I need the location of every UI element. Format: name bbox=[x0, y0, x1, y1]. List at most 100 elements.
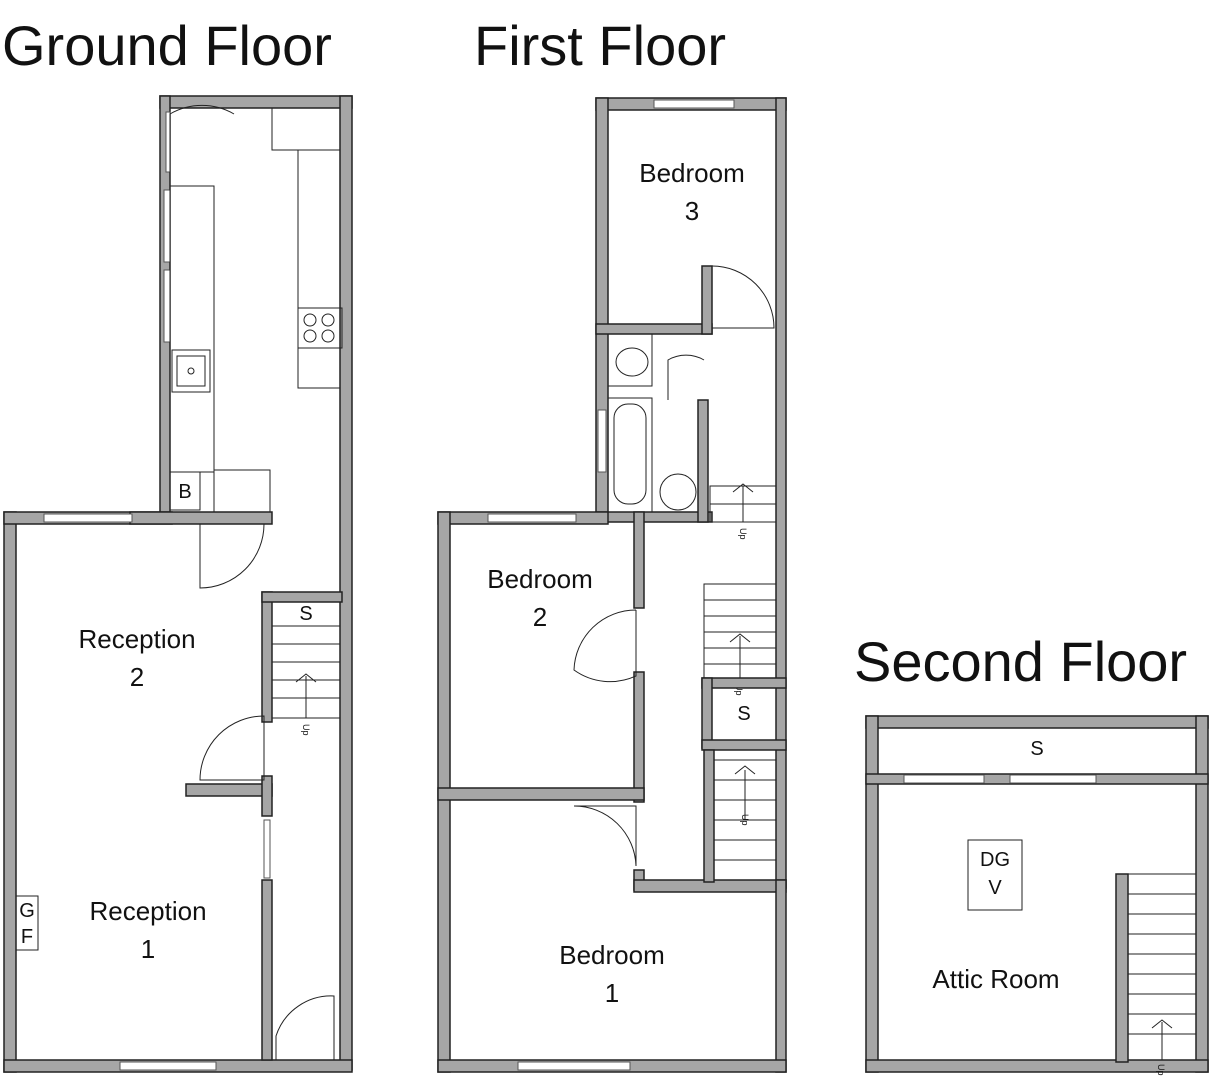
first-up-label-top: Up bbox=[738, 528, 748, 540]
first-bedroom1-number: 1 bbox=[605, 978, 619, 1008]
second-window bbox=[903, 774, 985, 784]
first-storage-bottom-wall bbox=[701, 739, 787, 751]
second-bottom-wall bbox=[865, 1059, 1209, 1073]
ground-window bbox=[119, 1061, 217, 1071]
ground-window bbox=[163, 189, 171, 263]
first-bathroom-right-wall bbox=[697, 399, 709, 523]
first-storage-top-wall bbox=[701, 677, 787, 689]
ground-kitchen-top-wall bbox=[159, 95, 353, 109]
first-bedroom3-bottom-wall bbox=[595, 323, 713, 335]
ground-kitchen-unit bbox=[213, 469, 271, 513]
first-up-label-mid: Up bbox=[734, 684, 744, 696]
second-floor-plan: S DG V Up Attic Room bbox=[865, 715, 1209, 1076]
ground-sink-bowl bbox=[176, 355, 206, 387]
ground-reception2-label: Reception bbox=[78, 624, 195, 654]
ground-front-door bbox=[275, 995, 335, 1060]
first-storage-left-wall bbox=[701, 677, 713, 749]
first-bathroom-door bbox=[667, 354, 705, 400]
second-stair-wall bbox=[1115, 873, 1129, 1063]
ground-kitchen-worktop bbox=[169, 185, 215, 473]
ground-left-wall bbox=[3, 511, 17, 1073]
ground-kitchen-unit bbox=[271, 107, 341, 151]
ground-kitchen-worktop bbox=[297, 149, 341, 389]
first-bedroom2-right-wall-b bbox=[633, 671, 645, 803]
first-bedroom2-label: Bedroom bbox=[487, 564, 593, 594]
second-up-label: Up bbox=[1156, 1064, 1166, 1076]
first-wc-cistern bbox=[607, 333, 653, 387]
first-stairs-mid bbox=[703, 583, 777, 679]
ground-window bbox=[165, 111, 171, 173]
second-window bbox=[1009, 774, 1097, 784]
second-top-wall bbox=[865, 715, 1209, 729]
first-stair-wall bbox=[703, 749, 715, 883]
ground-window bbox=[163, 269, 171, 343]
ground-sink bbox=[171, 349, 211, 393]
second-velux-label-2: V bbox=[988, 877, 1002, 899]
ground-gas-fire bbox=[15, 895, 39, 951]
first-window bbox=[597, 409, 607, 473]
first-bedroom2-door bbox=[573, 609, 637, 683]
first-floor-title: First Floor bbox=[474, 14, 726, 77]
first-right-wall bbox=[775, 97, 787, 889]
ground-reception2-number: 2 bbox=[130, 662, 144, 692]
ground-floor-title: Ground Floor bbox=[2, 14, 332, 77]
first-bath-inner bbox=[613, 403, 647, 505]
first-bedroom-divider bbox=[437, 787, 645, 801]
ground-window bbox=[43, 513, 133, 523]
ground-back-door bbox=[169, 104, 235, 178]
second-velux-label-1: DG bbox=[980, 849, 1010, 871]
first-up-label-low: Up bbox=[740, 814, 750, 826]
ground-window bbox=[263, 819, 271, 879]
first-bath bbox=[607, 397, 653, 513]
second-floor-title: Second Floor bbox=[854, 630, 1188, 693]
first-window bbox=[487, 513, 577, 523]
first-bedroom3-label: Bedroom bbox=[639, 158, 745, 188]
first-basin bbox=[659, 473, 697, 511]
second-stairs bbox=[1127, 873, 1197, 1061]
second-storage-label: S bbox=[1030, 738, 1043, 760]
first-storage-label: S bbox=[737, 703, 750, 725]
ground-reception-door bbox=[199, 715, 265, 781]
ground-stair-left-wall bbox=[261, 591, 273, 723]
first-bathroom-bottom-wall bbox=[595, 511, 713, 523]
second-roof-window bbox=[967, 839, 1023, 911]
ground-reception1-number: 1 bbox=[141, 934, 155, 964]
first-floor-plan: Up Up bbox=[437, 97, 787, 1073]
first-wc bbox=[615, 347, 649, 377]
ground-partition-wall bbox=[129, 511, 273, 525]
ground-floor-plan: B S Up G F Reception 2 Reception 1 bbox=[3, 95, 353, 1073]
first-bedroom3-door-wall bbox=[701, 265, 713, 335]
second-right-wall bbox=[1195, 715, 1209, 1073]
ground-right-wall bbox=[339, 95, 353, 1071]
ground-hob-ring bbox=[303, 329, 317, 343]
ground-up-label: Up bbox=[301, 724, 311, 736]
first-stairs-low bbox=[703, 749, 777, 883]
ground-hall-wall-a bbox=[261, 775, 273, 817]
ground-hob-ring bbox=[303, 313, 317, 327]
ground-gas-fire-label-2: F bbox=[21, 926, 33, 948]
ground-boiler-cupboard bbox=[169, 471, 201, 511]
ground-hob-ring bbox=[321, 313, 335, 327]
first-bedroom2-number: 2 bbox=[533, 602, 547, 632]
ground-stairs bbox=[271, 601, 341, 719]
first-bedroom3-door bbox=[711, 265, 775, 329]
ground-reception1-label: Reception bbox=[89, 896, 206, 926]
ground-sink-drain bbox=[187, 367, 195, 375]
second-left-wall bbox=[865, 715, 879, 1073]
first-bedroom1-outer-wall bbox=[775, 879, 787, 1073]
ground-hall-wall-b bbox=[261, 879, 273, 1061]
second-attic-label: Attic Room bbox=[932, 964, 1059, 994]
ground-reception2-door bbox=[199, 523, 265, 589]
ground-hob-ring bbox=[321, 329, 335, 343]
ground-stair-top-wall bbox=[261, 591, 343, 603]
ground-hob bbox=[297, 307, 343, 349]
ground-storage-label: S bbox=[299, 603, 312, 625]
ground-gas-fire-label-1: G bbox=[19, 900, 35, 922]
first-bedroom3-number: 3 bbox=[685, 196, 699, 226]
first-bedroom1-label: Bedroom bbox=[559, 940, 665, 970]
first-window bbox=[653, 99, 735, 109]
first-stairs-top bbox=[709, 483, 777, 523]
ground-boiler-label: B bbox=[178, 481, 191, 503]
ground-reception-divider bbox=[185, 783, 273, 797]
